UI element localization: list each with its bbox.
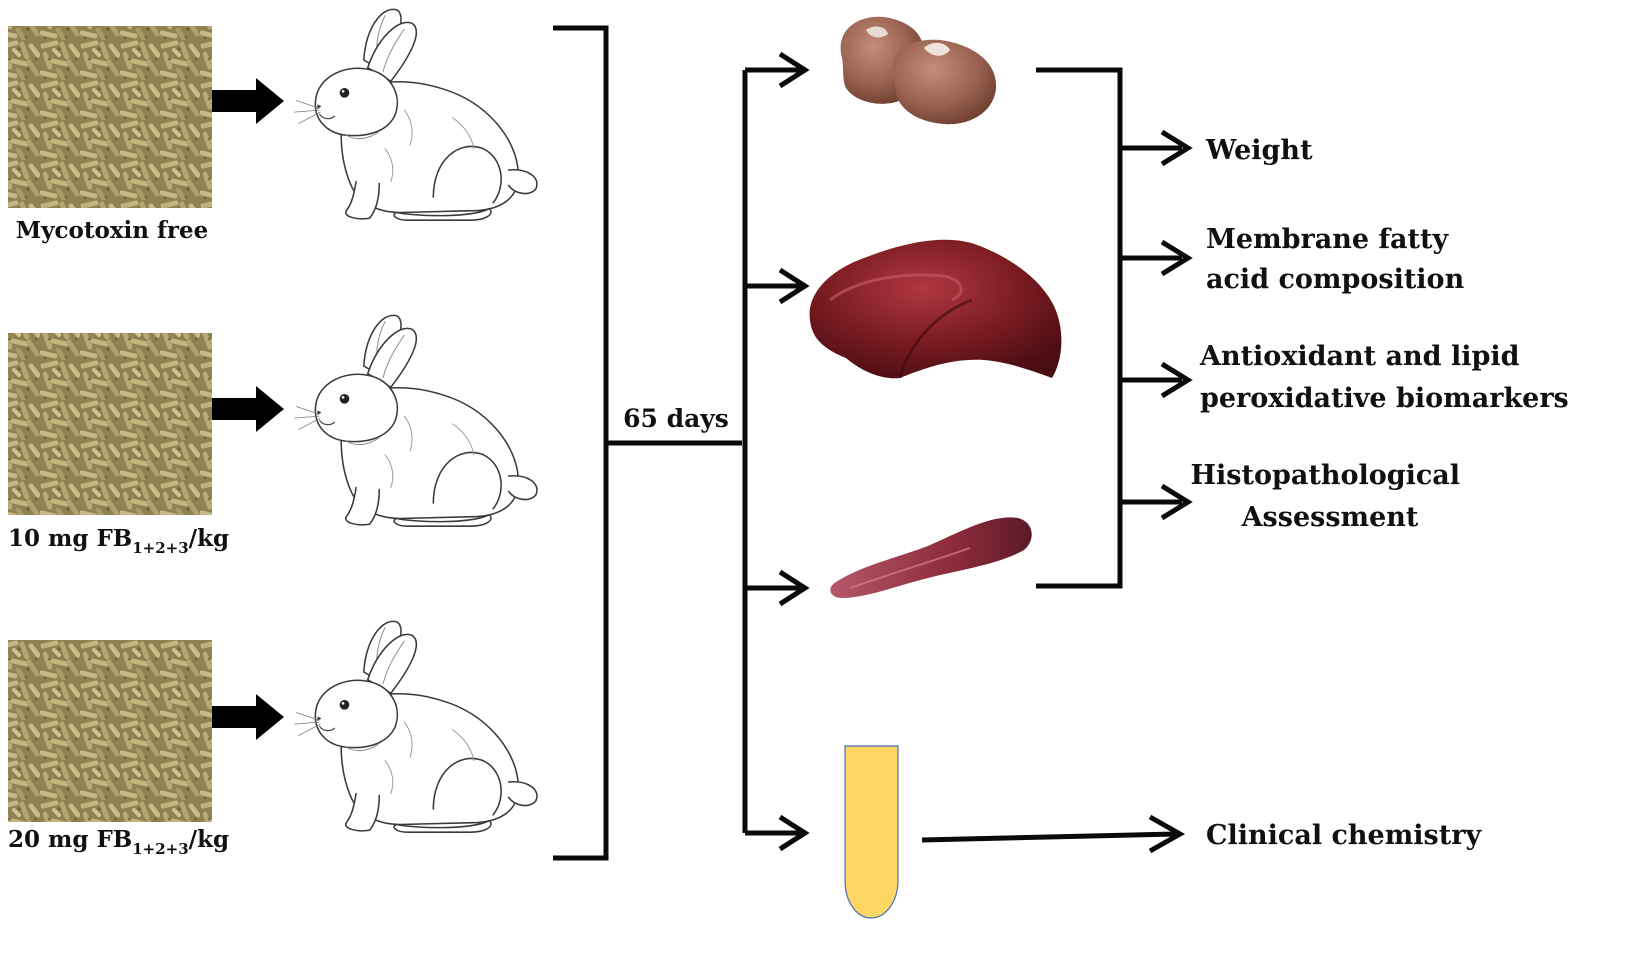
outcome-weight: Weight (1205, 135, 1313, 166)
chevron-arrowheads (778, 51, 810, 852)
diet-group-label: 10 mg FB1+2+3/kg (8, 525, 229, 557)
feed-pellets-image (8, 26, 212, 208)
arrowhead-kidney-icon (778, 51, 810, 89)
sample-branch-lines (742, 67, 800, 836)
rabbit-illustration (293, 8, 538, 222)
diet-group-label: Mycotoxin free (16, 217, 209, 244)
kidney-image (840, 16, 997, 125)
liver-image (809, 239, 1062, 379)
outcome-clinical-chemistry: Clinical chemistry (1206, 820, 1482, 851)
rabbit-illustration (293, 314, 538, 528)
arrowhead-spleen-icon (778, 569, 810, 607)
arrow-right-icon (212, 386, 284, 432)
diet-group-control: Mycotoxin free (8, 8, 538, 244)
arrowhead-icon (1160, 361, 1193, 399)
arrowhead-icon (1160, 483, 1193, 521)
arrow-right-icon (212, 78, 284, 124)
arrowhead-liver-icon (778, 267, 810, 305)
arrowhead-blood-icon (778, 814, 810, 852)
diet-group-20mg: 20 mg FB1+2+3/kg (8, 620, 538, 858)
outcome-antioxidant-biomarkers: Antioxidant and lipid peroxidative bioma… (1199, 341, 1569, 414)
feed-pellets-image (8, 640, 212, 822)
duration-label: 65 days (623, 404, 729, 433)
organ-outcomes-bracket (1036, 67, 1182, 589)
rabbit-illustration (293, 620, 538, 834)
outcome-histopathology: Histopathological Assessment (1191, 460, 1470, 533)
diet-group-10mg: 10 mg FB1+2+3/kg (8, 314, 538, 557)
blood-tube-icon (844, 745, 899, 919)
outcome-membrane-fatty-acid: Membrane fatty acid composition (1206, 224, 1465, 295)
outcome-arrowheads (1160, 129, 1193, 521)
feed-pellets-image (8, 333, 212, 515)
diet-group-label: 20 mg FB1+2+3/kg (8, 826, 229, 858)
arrowhead-icon (1160, 239, 1193, 277)
arrowhead-icon (1160, 129, 1193, 167)
spleen-image (830, 517, 1032, 598)
rabbit-group-bracket (553, 25, 742, 861)
blood-to-chemistry-arrow (921, 814, 1186, 854)
arrow-right-icon (212, 694, 284, 740)
